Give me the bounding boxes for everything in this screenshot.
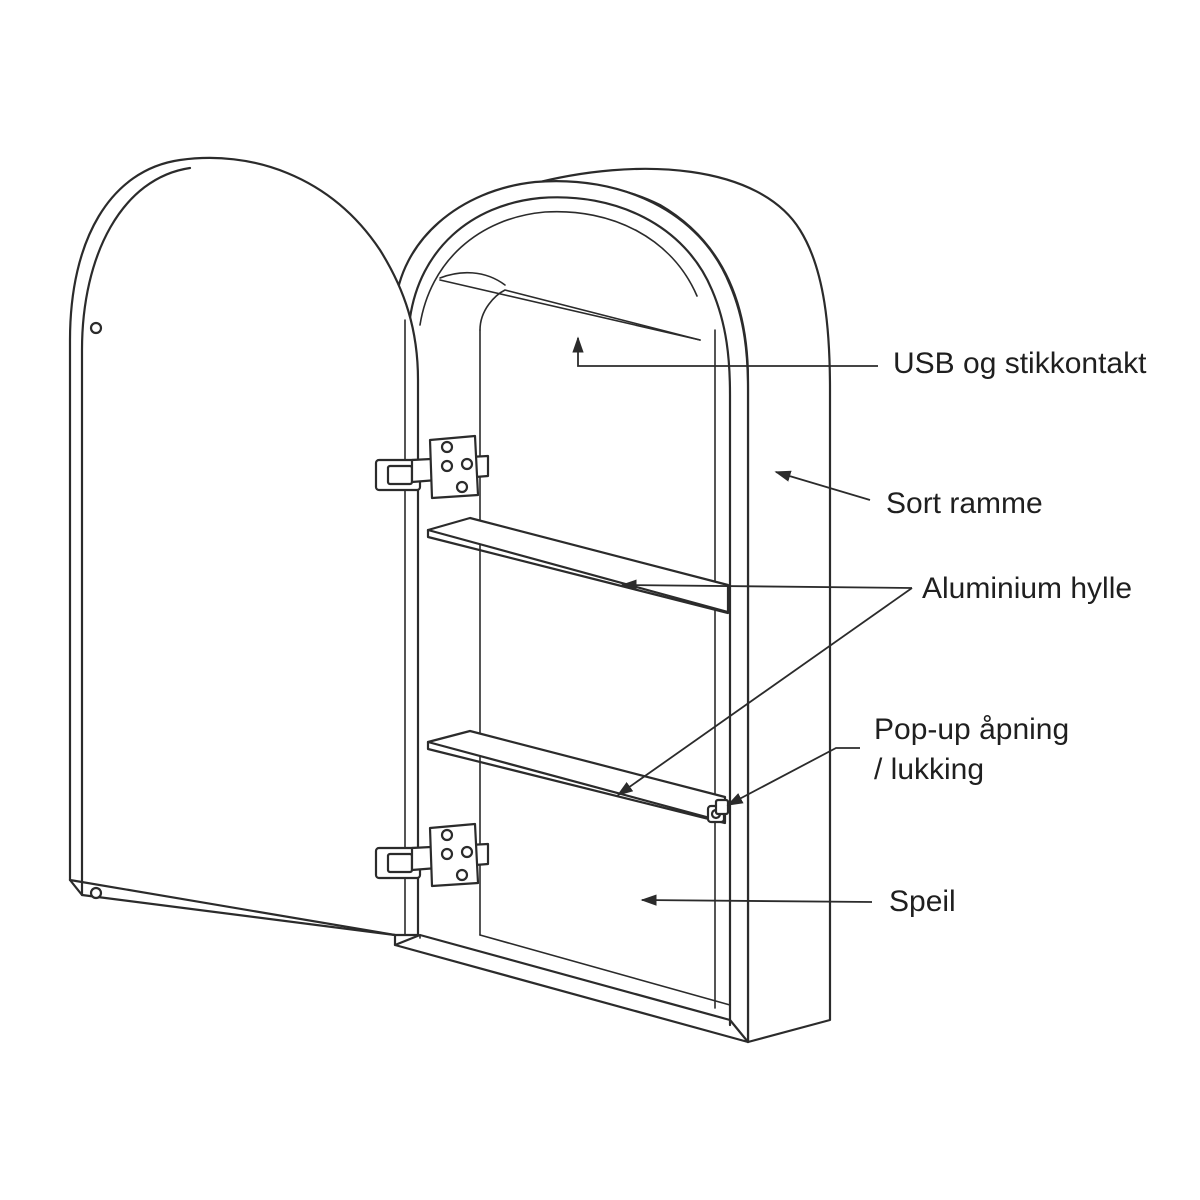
door-screw-bottom bbox=[89, 886, 103, 900]
leader-popup bbox=[726, 747, 860, 806]
leader-frame bbox=[774, 470, 871, 501]
hinge-top bbox=[374, 434, 490, 500]
cabinet-door bbox=[68, 156, 420, 937]
leader-usb bbox=[572, 336, 878, 367]
label-shelf: Aluminium hylle bbox=[922, 572, 1133, 605]
label-popup-line1: Pop-up åpning bbox=[874, 713, 1070, 746]
cabinet-body bbox=[393, 167, 832, 1044]
label-popup-line2: / lukking bbox=[874, 753, 985, 786]
door-panel bbox=[68, 156, 420, 937]
cabinet-back-panel bbox=[479, 289, 701, 341]
leader-shelf bbox=[616, 579, 913, 796]
label-mirror: Speil bbox=[889, 885, 956, 918]
hinge-bottom bbox=[374, 822, 490, 888]
cabinet-front-frame bbox=[393, 180, 750, 1044]
door-screw-top bbox=[89, 321, 103, 335]
cabinet-floor bbox=[393, 933, 750, 1044]
popup-latch bbox=[706, 798, 730, 824]
label-frame: Sort ramme bbox=[886, 487, 1043, 520]
cabinet-inner-arch bbox=[408, 196, 732, 1027]
leader-mirror bbox=[640, 894, 873, 906]
label-usb: USB og stikkontakt bbox=[893, 347, 1147, 380]
